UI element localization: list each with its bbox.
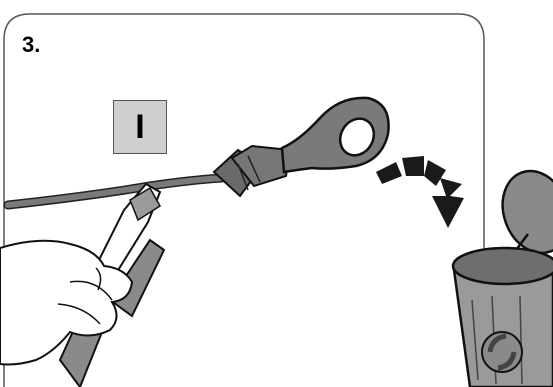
cable-icon bbox=[8, 178, 222, 205]
step-label: I bbox=[135, 108, 144, 147]
step-label-box: I bbox=[113, 100, 167, 154]
recycle-icon bbox=[482, 332, 522, 372]
arrow-icon bbox=[376, 156, 464, 228]
step-number: 3. bbox=[22, 34, 40, 56]
cable-lug-icon bbox=[282, 98, 389, 172]
crimp-sleeve-icon bbox=[214, 146, 290, 196]
